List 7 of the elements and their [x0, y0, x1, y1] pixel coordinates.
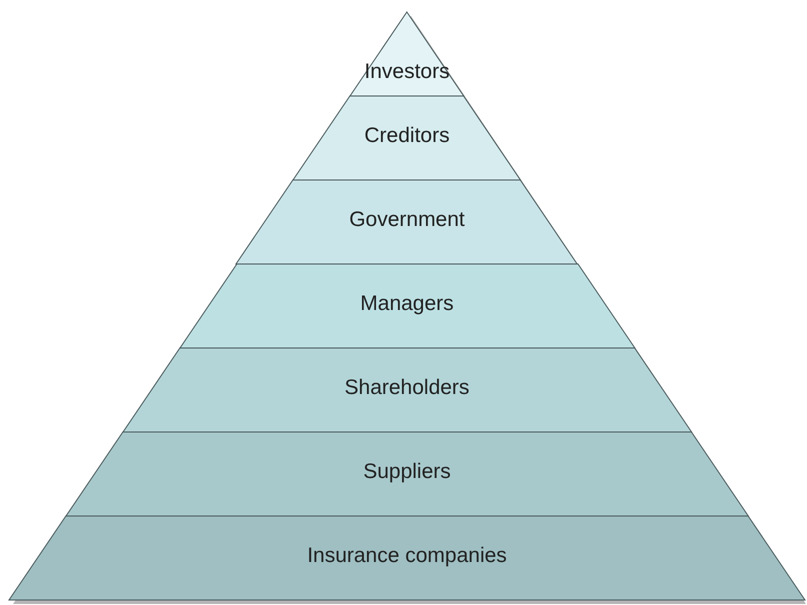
tier-label: Government	[349, 208, 465, 232]
tier-label: Insurance companies	[307, 544, 507, 568]
tier-label: Shareholders	[344, 376, 470, 400]
tier-label: Creditors	[364, 124, 450, 148]
tier-label: Managers	[360, 292, 454, 316]
tier-label: Investors	[364, 60, 450, 84]
tier-label: Suppliers	[363, 460, 451, 484]
